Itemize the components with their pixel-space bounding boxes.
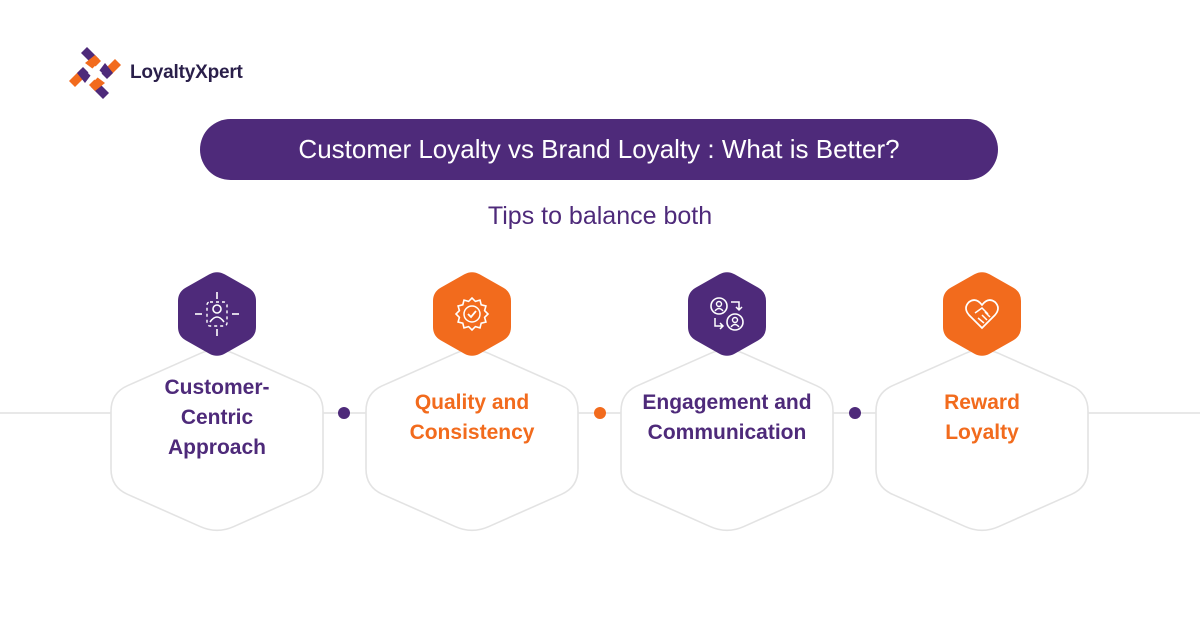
brand-name: LoyaltyXpert [130,62,243,83]
connector-dot [594,407,606,419]
brand-logo: LoyaltyXpert [66,44,243,102]
quality-badge-icon [454,296,490,332]
step-card-1 [110,348,324,532]
subtitle: Tips to balance both [487,202,713,230]
step-card-2 [365,348,579,532]
step-icon-badge-3 [688,272,766,356]
customer-focus-icon [195,292,239,336]
step-card-4 [875,348,1089,532]
connector-dot [849,407,861,419]
heart-handshake-icon [965,299,999,330]
step-card-3 [620,348,834,532]
step-icon-badge-4 [943,272,1021,356]
people-exchange-icon [710,297,744,331]
page-title: Customer Loyalty vs Brand Loyalty : What… [298,134,900,164]
title-banner: Customer Loyalty vs Brand Loyalty : What… [200,119,998,180]
brand-logo-icon [69,47,121,99]
step-icon-badge-2 [433,272,511,356]
step-icon-badge-1 [178,272,256,356]
connector-dot [338,407,350,419]
